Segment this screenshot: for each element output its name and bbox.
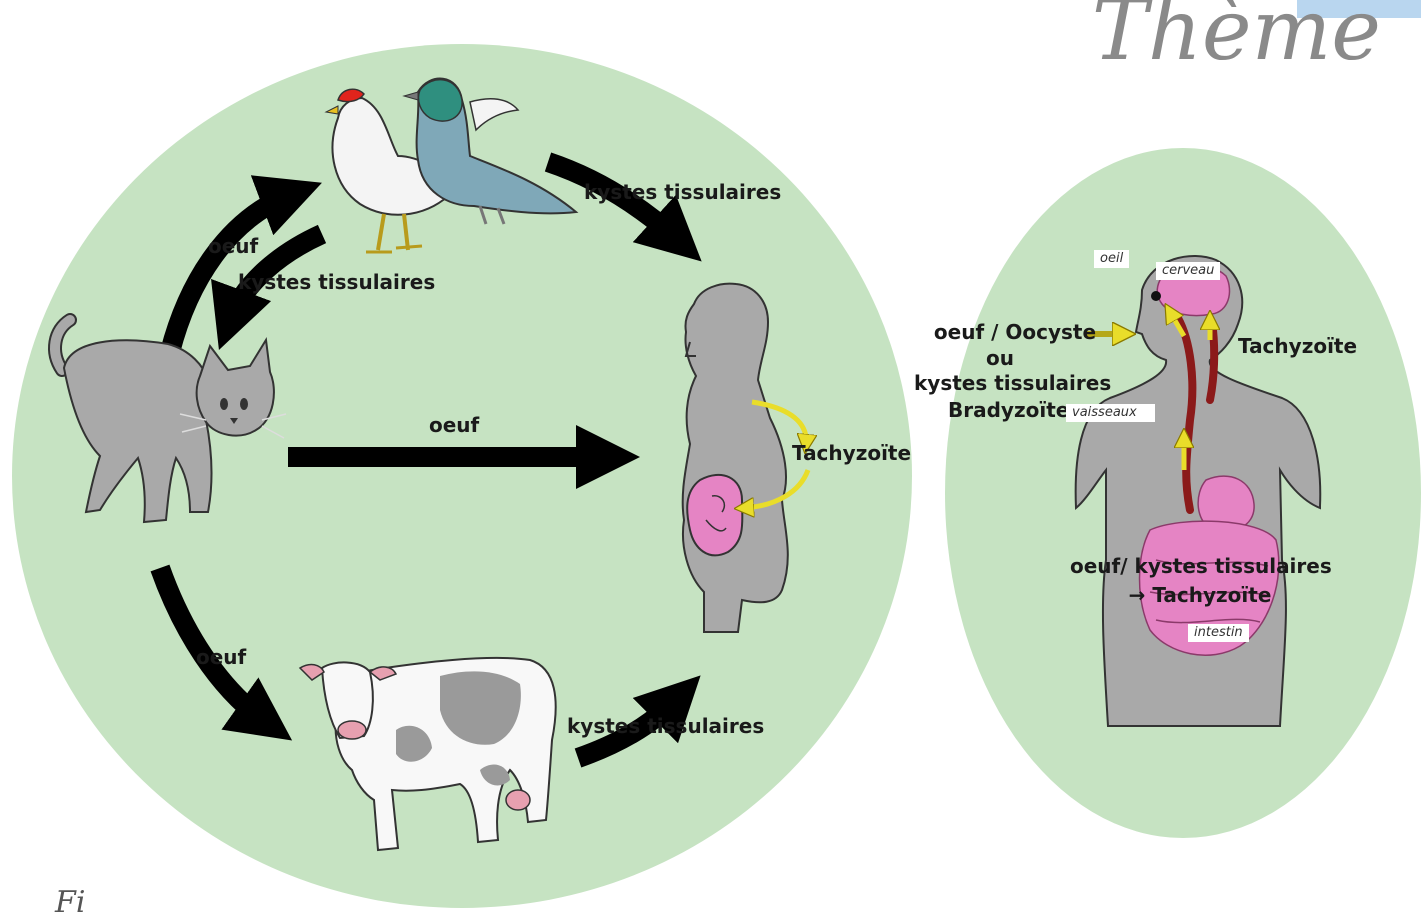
label-entry-line2: ou <box>900 348 1100 368</box>
label-kystes-birds-to-human: kystes tissulaires <box>584 182 781 202</box>
label-kystes-cow-to-human: kystes tissulaires <box>567 716 764 736</box>
label-kystes-birds-to-cat: kystes tissulaires <box>238 272 435 292</box>
label-oeuf-middle: oeuf <box>429 415 479 435</box>
label-oeuf-top: oeuf <box>208 236 258 256</box>
tag-intestin: intestin <box>1188 624 1249 642</box>
tag-vaisseaux: vaisseaux <box>1066 404 1155 422</box>
label-bottom-line2: → Tachyzoïte <box>1070 585 1330 605</box>
label-entry-line3: kystes tissulaires <box>914 373 1111 393</box>
label-bottom-line1: oeuf/ kystes tissulaires <box>1070 556 1330 576</box>
label-tachyzoite-body: Tachyzoïte <box>1238 336 1357 356</box>
theme-title: Thème <box>1092 0 1381 72</box>
label-entry-line4: Bradyzoïte <box>948 400 1069 420</box>
label-tachyzoite-cycle: Tachyzoïte <box>792 443 911 463</box>
figure-caption: Fi <box>55 888 85 918</box>
fetus-icon <box>687 475 742 555</box>
label-oeuf-bottom: oeuf <box>196 647 246 667</box>
tag-cerveau: cerveau <box>1156 262 1220 280</box>
tag-oeil: oeil <box>1094 250 1129 268</box>
label-entry-line1: oeuf / Oocyste <box>900 322 1130 342</box>
